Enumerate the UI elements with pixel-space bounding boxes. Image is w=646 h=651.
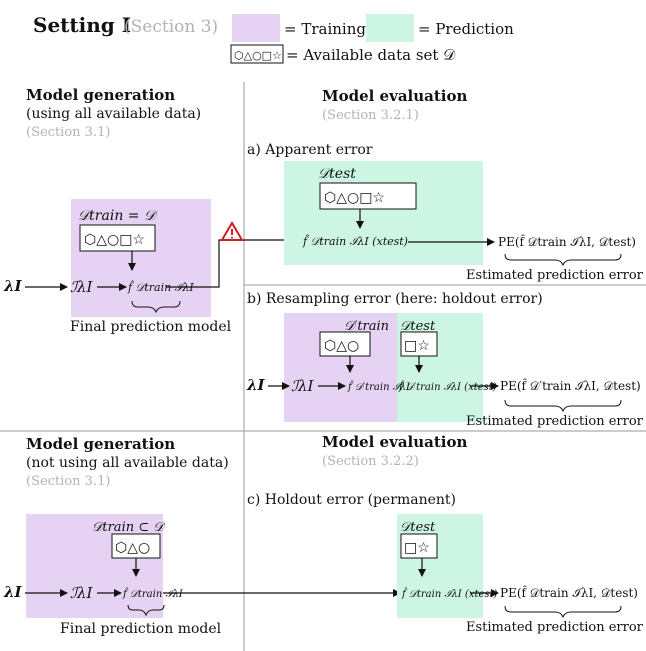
top-right-model-evaluation: Model evaluation (Section 3.2.1) a) Appa… — [246, 87, 644, 429]
inducer-label-b: ℐλI — [291, 377, 315, 395]
legend-prediction-label: = Prediction — [418, 20, 514, 38]
legend-dataset-box — [230, 44, 284, 64]
top-left-title: Model generation — [26, 86, 175, 104]
setting-section: (Section 3) — [124, 17, 218, 37]
train-set-box — [79, 224, 156, 252]
resampling-error-label: b) Resampling error (here: holdout error… — [247, 291, 543, 307]
legend-dataset-shapes: ⬡△○□☆ — [234, 49, 282, 62]
brace-icon — [127, 604, 165, 617]
bottom-left-model-generation: Model generation (not using all availabl… — [3, 435, 401, 637]
prediction-region-b — [397, 313, 483, 422]
test-set-shapes-b: □☆ — [404, 338, 430, 354]
test-set-label-c: 𝒟test — [400, 520, 436, 535]
estimate-caption-a: Estimated prediction error — [466, 268, 644, 283]
bottom-left-subtitle: (not using all available data) — [26, 455, 229, 471]
lambda-label-c: λI — [3, 583, 23, 601]
train-set-box-b — [319, 331, 371, 357]
top-right-title: Model evaluation — [322, 87, 467, 105]
train-set-shapes: ⬡△○□☆ — [84, 232, 145, 248]
top-left-subtitle: (using all available data) — [26, 106, 201, 122]
header: Setting I (Section 3) = Training = Predi… — [33, 13, 514, 64]
estimate-c: PE(f̂ 𝒟train ℐλI, 𝒟test) — [500, 584, 638, 600]
apparent-error-label: a) Apparent error — [247, 142, 373, 158]
train-set-shapes-c: ⬡△○ — [115, 540, 150, 556]
legend-dataset-label: = Available data set 𝒟 — [286, 46, 455, 64]
bottom-right-model-evaluation: Model evaluation (Section 3.2.2) c) Hold… — [247, 433, 644, 635]
model-label: f̂ 𝒟train ℐλI — [127, 281, 194, 294]
estimate-a: PE(f̂ 𝒟train ℐλI, 𝒟test) — [498, 233, 636, 249]
legend-training-swatch — [232, 14, 280, 42]
train-set-label-b: 𝒟′train — [344, 319, 389, 334]
brace-icon — [131, 300, 181, 314]
bottom-left-caption: Final prediction model — [60, 621, 222, 637]
train-set-label-c: 𝒟train ⊂ 𝒟 — [92, 520, 166, 535]
top-left-caption: Final prediction model — [70, 319, 232, 335]
top-left-model-generation: Model generation (using all available da… — [3, 86, 301, 335]
lambda-label-b: λI — [246, 376, 266, 394]
bottom-left-title: Model generation — [26, 435, 175, 453]
training-region-b — [284, 313, 397, 422]
prediction-c: f̂ 𝒟train ℐλI (xtest) — [401, 588, 498, 600]
prediction-a: f̂ 𝒟train ℐλI (xtest) — [302, 235, 408, 248]
test-set-label-a: 𝒟test — [318, 166, 356, 182]
top-left-section: (Section 3.1) — [26, 125, 110, 140]
estimate-caption-b: Estimated prediction error — [466, 414, 644, 429]
estimate-caption-c: Estimated prediction error — [466, 620, 644, 635]
test-set-shapes-a: ⬡△○□☆ — [324, 190, 385, 206]
training-region-c — [26, 514, 163, 618]
prediction-region-a — [284, 161, 483, 265]
bottom-left-section: (Section 3.1) — [26, 474, 110, 489]
setting-label: Setting I — [33, 13, 131, 37]
test-set-box-b — [400, 331, 438, 357]
test-set-box-a — [319, 182, 417, 210]
model-label-c: f̂ 𝒟train ℐλI — [122, 588, 184, 600]
bottom-right-title: Model evaluation — [322, 433, 467, 451]
top-right-section: (Section 3.2.1) — [322, 108, 419, 123]
legend-training-label: = Training — [284, 20, 366, 38]
prediction-region-c — [397, 514, 483, 618]
warning-dot — [231, 236, 233, 239]
train-set-label: 𝒟train = 𝒟 — [78, 208, 158, 224]
legend-prediction-swatch — [366, 14, 414, 42]
brace-icon — [504, 605, 622, 619]
training-region — [71, 199, 211, 317]
estimate-b: PE(f̂ 𝒟′train ℐλI, 𝒟test) — [500, 377, 641, 393]
bottom-right-section: (Section 3.2.2) — [322, 454, 419, 469]
holdout-error-label: c) Holdout error (permanent) — [247, 492, 456, 508]
inducer-label-c: ℐλI — [70, 584, 94, 602]
test-set-shapes-c: □☆ — [404, 540, 430, 556]
lambda-label: λI — [3, 277, 23, 295]
model-label-b: f̂ 𝒟′train ℐλI — [347, 381, 411, 393]
test-set-box-c — [400, 533, 438, 559]
inducer-label: ℐλI — [70, 278, 94, 296]
prediction-b: f̂ 𝒟′train ℐλI (xtest) — [398, 381, 497, 393]
brace-icon — [504, 253, 622, 267]
arrow-icon — [166, 236, 301, 288]
train-set-box-c — [111, 533, 161, 559]
brace-icon — [504, 399, 622, 413]
test-set-label-b: 𝒟test — [400, 319, 436, 334]
train-set-shapes-b: ⬡△○ — [324, 338, 359, 354]
